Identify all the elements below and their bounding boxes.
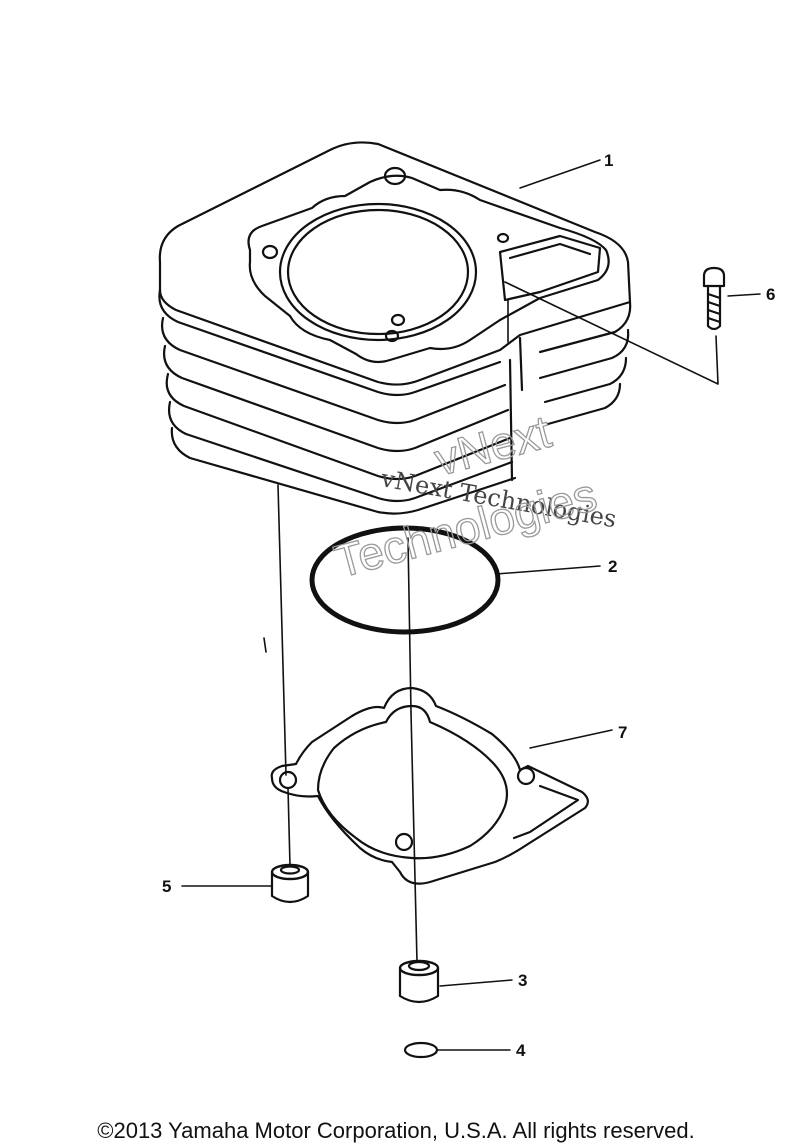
- copyright-notice: ©2013 Yamaha Motor Corporation, U.S.A. A…: [97, 1118, 695, 1143]
- callout-2: 2: [608, 557, 617, 576]
- part-small-o-ring: [403, 1041, 439, 1059]
- alignment-lines: [263, 281, 719, 963]
- callout-5: 5: [162, 877, 171, 896]
- callout-labels: 1 2 3 4 5 6 7: [162, 151, 775, 1060]
- callout-7: 7: [618, 723, 627, 742]
- callout-3: 3: [518, 971, 527, 990]
- part-dowel-pin-3: [398, 959, 440, 1004]
- callout-1: 1: [604, 151, 613, 170]
- part-dowel-pin-5: [270, 863, 310, 904]
- part-o-ring: [309, 525, 501, 635]
- leader-lines: [181, 159, 761, 1051]
- part-bolt: [702, 266, 726, 331]
- callout-6: 6: [766, 285, 775, 304]
- part-cylinder-block: [158, 141, 632, 515]
- callout-4: 4: [516, 1041, 526, 1060]
- part-base-gasket: [270, 686, 589, 885]
